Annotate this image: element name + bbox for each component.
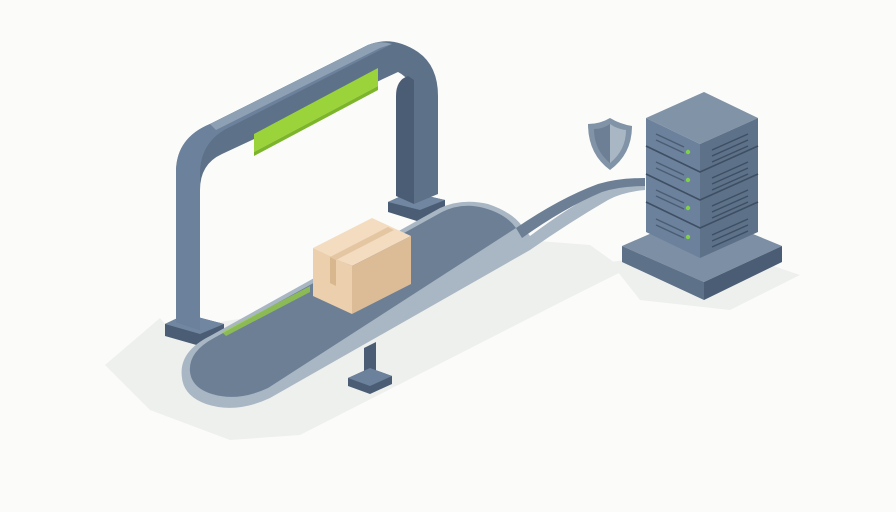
shield-icon <box>588 118 632 170</box>
server-unit-1 <box>646 118 758 172</box>
server-base-left <box>622 246 704 300</box>
server-base-right <box>704 246 782 300</box>
server-led-3 <box>685 205 691 211</box>
server-unit-4 <box>646 202 758 258</box>
package-tape <box>330 227 394 260</box>
server-led-1 <box>685 149 691 155</box>
server-unit-3 <box>646 174 758 228</box>
server-led-4 <box>685 234 691 240</box>
belt-support-stand <box>348 342 392 394</box>
scanner-light <box>254 68 378 152</box>
server-unit-2 <box>646 146 758 200</box>
security-scanner-arch <box>165 41 445 346</box>
server-rack-icon <box>622 92 782 300</box>
server-top <box>646 92 758 144</box>
belt-transfer-rail <box>516 178 645 238</box>
server-led-2 <box>685 177 691 183</box>
package-side <box>352 236 411 314</box>
cardboard-package <box>313 218 411 314</box>
